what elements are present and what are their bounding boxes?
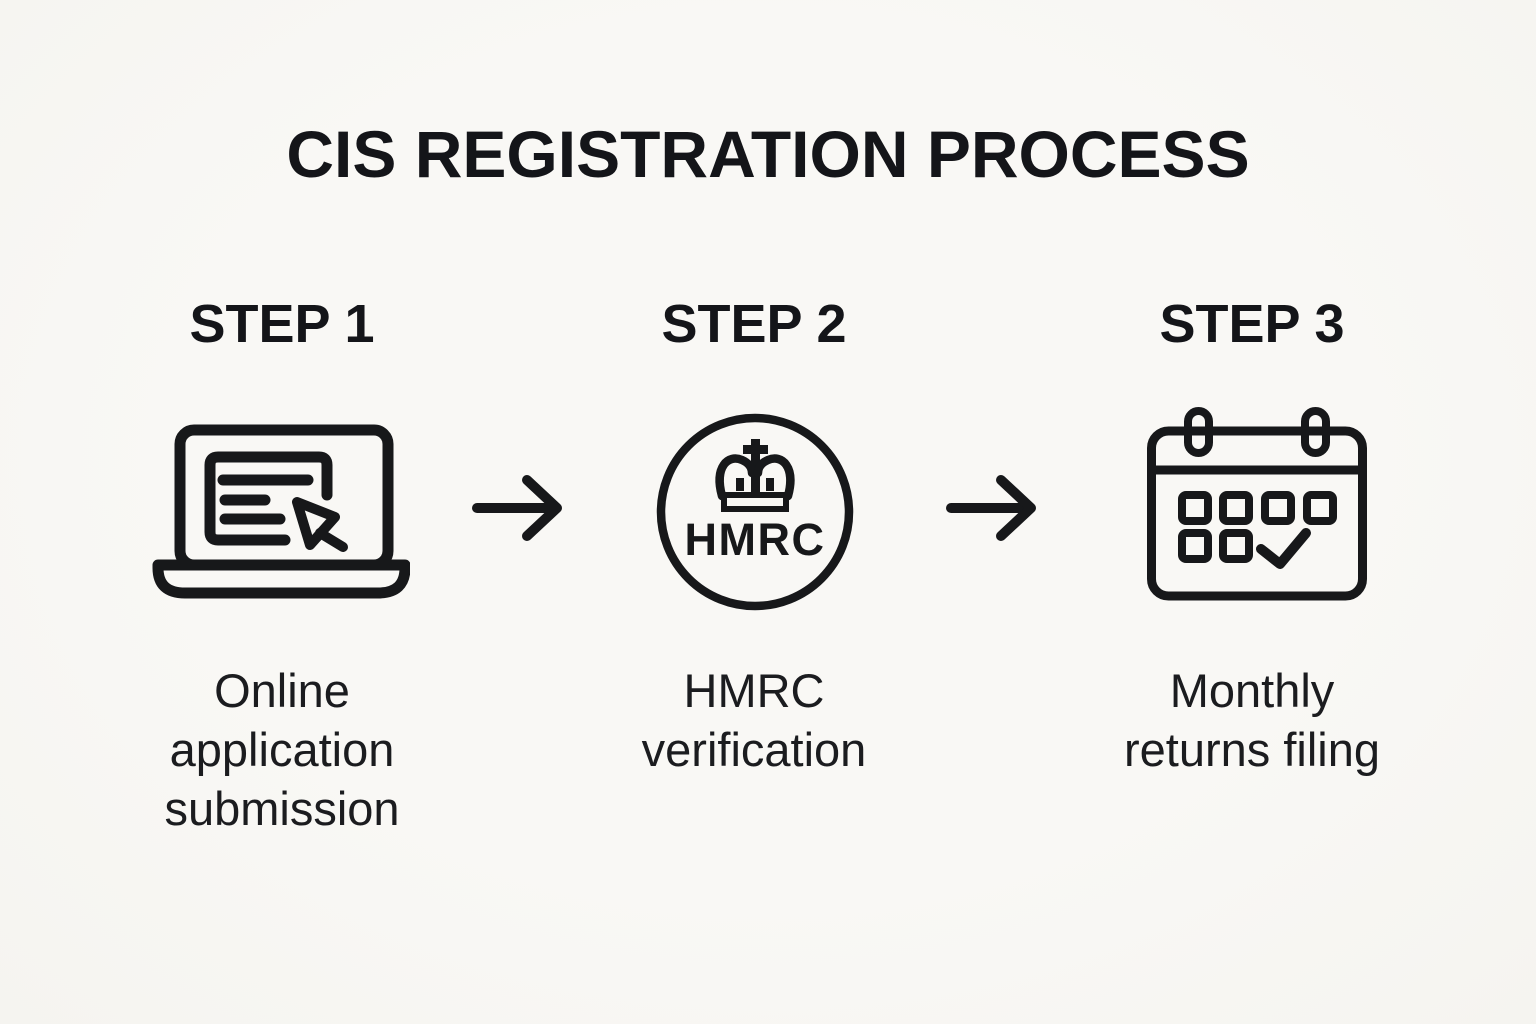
hmrc-crown-badge-icon: HMRC — [652, 409, 858, 615]
step-1-caption: Online application submission — [164, 664, 400, 835]
calendar-check-icon — [1147, 404, 1367, 604]
right-arrow-icon — [472, 472, 568, 544]
step-2-caption: HMRC verification — [641, 664, 867, 776]
step-3-label: STEP 3 — [1159, 294, 1345, 354]
step-1-label: STEP 1 — [189, 294, 375, 354]
step-2-label: STEP 2 — [661, 294, 847, 354]
hmrc-logo-text: HMRC — [685, 514, 826, 565]
page-title: CIS REGISTRATION PROCESS — [286, 117, 1250, 191]
step-3-caption: Monthly returns filing — [1124, 664, 1380, 776]
right-arrow-icon — [946, 472, 1042, 544]
laptop-online-application-icon — [150, 422, 411, 602]
